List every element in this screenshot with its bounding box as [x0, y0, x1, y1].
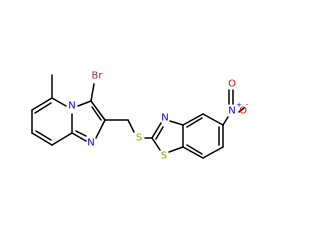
- bond-s1-c2bzt: [151, 137, 161, 151]
- bond-c2bzt-n3-inner: [155, 126, 164, 140]
- bond-nnitro-obottom: [238, 107, 245, 113]
- bond-c5-c6-inner: [34, 102, 52, 114]
- bond-c3a-c4: [182, 113, 204, 126]
- atom-n-nitro: N: [228, 106, 235, 117]
- bond-n3-c3a: [169, 120, 184, 126]
- atom-o-top: O: [228, 79, 236, 90]
- bond-n4-c3: [77, 100, 92, 107]
- atom-n-imidazole: N: [87, 138, 94, 149]
- bond-c2bzt-n3: [151, 122, 162, 139]
- atom-s-benzothiazole: S: [161, 151, 167, 162]
- bond-c7-c7a: [182, 146, 204, 159]
- bond-ch2-s: [127, 119, 135, 133]
- atom-br: Br: [92, 71, 104, 82]
- bond-c5-c6: [31, 97, 53, 111]
- molecule-structure: Br N N S N S N + O O -: [31, 71, 249, 162]
- bond-c7-c8-inner: [35, 130, 52, 141]
- bond-c7-c8: [31, 132, 53, 146]
- structure-canvas: Br N N S N S N + O O -: [31, 70, 249, 162]
- charge-minus: -: [246, 101, 249, 109]
- bond-c4-c5: [202, 113, 224, 126]
- charge-plus: +: [236, 101, 242, 109]
- atom-o-bottom: O: [239, 106, 247, 117]
- atom-n-benzothiazole: N: [161, 113, 168, 124]
- bond-n1-c8a: [71, 132, 87, 142]
- atom-n-bridge: N: [68, 101, 75, 112]
- bond-c3-br: [90, 83, 95, 102]
- bond-c7a-s1: [168, 146, 184, 153]
- bond-c5-nnitro: [222, 116, 229, 126]
- bond-c3a-c4-inner: [186, 117, 203, 128]
- bond-c3-c2: [90, 100, 106, 121]
- bond-c8-c8a: [51, 132, 73, 146]
- bond-c6-c7bzt: [202, 146, 224, 159]
- bond-c3-c2-inner: [91, 106, 102, 121]
- bond-n4-c5: [51, 97, 67, 107]
- atom-s-thioether: S: [136, 133, 142, 144]
- bond-c2-n1: [95, 119, 106, 139]
- bond-c7-c7a-inner: [186, 144, 203, 155]
- bond-n1-c8a-inner: [75, 130, 87, 137]
